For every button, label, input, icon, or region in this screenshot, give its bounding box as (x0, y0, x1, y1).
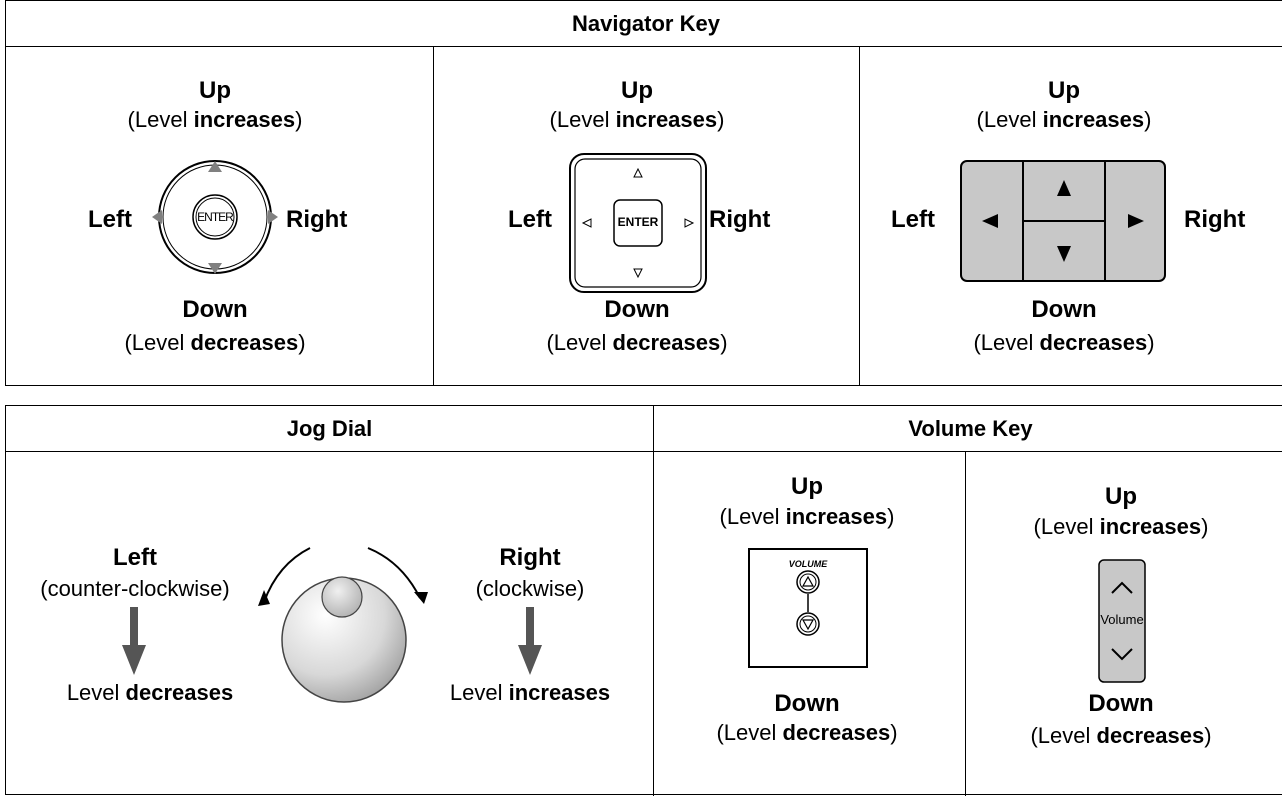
level-increases-label: (Level increases) (976, 107, 1152, 132)
level-decreases-label: (Level decreases) (546, 330, 728, 355)
gray-navigator-key-icon (960, 160, 1166, 282)
square-navigator-key-icon (569, 153, 707, 293)
level-decreases-label: (Level decreases) (1030, 723, 1212, 748)
level-increases-label: (Level increases) (549, 107, 725, 132)
jog-left-label: Left (113, 544, 157, 571)
jog-right-label: Right (499, 544, 561, 571)
navigator-key-header: Navigator Key (6, 1, 1282, 47)
arrow-down-icon (518, 607, 542, 675)
right-label: Right (1184, 206, 1246, 233)
jog-dial-title: Jog Dial (286, 415, 373, 441)
navigator-key-table: Navigator Key (5, 0, 1282, 386)
divider (965, 451, 966, 796)
volume-panel-icon (748, 548, 868, 668)
divider (653, 406, 654, 796)
level-increases-label: (Level increases) (1033, 514, 1209, 539)
jog-right-result: Level increases (449, 680, 611, 705)
volume-panel-label: VOLUME (788, 559, 828, 569)
level-increases-label: (Level increases) (127, 107, 303, 132)
header-row: Jog Dial Volume Key (6, 406, 1282, 452)
left-label: Left (891, 206, 935, 233)
level-increases-label: (Level increases) (719, 504, 895, 529)
down-label: Down (1031, 296, 1097, 323)
navigator-key-title: Navigator Key (572, 10, 720, 36)
up-label: Up (791, 473, 823, 500)
level-decreases-label: (Level decreases) (124, 330, 306, 355)
up-label: Up (199, 77, 231, 104)
volume-rocker-icon (1098, 559, 1146, 683)
right-label: Right (709, 206, 771, 233)
jog-left-direction: (counter-clockwise) (40, 576, 230, 601)
arrow-down-icon (122, 607, 146, 675)
jog-left-result: Level decreases (66, 680, 234, 705)
down-label: Down (774, 690, 840, 717)
down-label: Down (182, 296, 248, 323)
up-label: Up (1105, 483, 1137, 510)
left-label: Left (88, 206, 132, 233)
divider (859, 46, 860, 386)
volume-key-title: Volume Key (908, 415, 1033, 441)
down-label: Down (604, 296, 670, 323)
up-label: Up (621, 77, 653, 104)
jog-right-direction: (clockwise) (475, 576, 585, 601)
left-label: Left (508, 206, 552, 233)
down-label: Down (1088, 690, 1154, 717)
level-decreases-label: (Level decreases) (973, 330, 1155, 355)
enter-key-label: ENTER (617, 215, 659, 229)
level-decreases-label: (Level decreases) (716, 720, 898, 745)
jog-dial-icon (258, 547, 428, 703)
enter-key-label: ENTER (197, 210, 234, 224)
round-navigator-key-icon (152, 160, 278, 274)
up-label: Up (1048, 77, 1080, 104)
divider (433, 46, 434, 386)
right-label: Right (286, 206, 348, 233)
volume-rocker-label: Volume (1100, 612, 1144, 627)
